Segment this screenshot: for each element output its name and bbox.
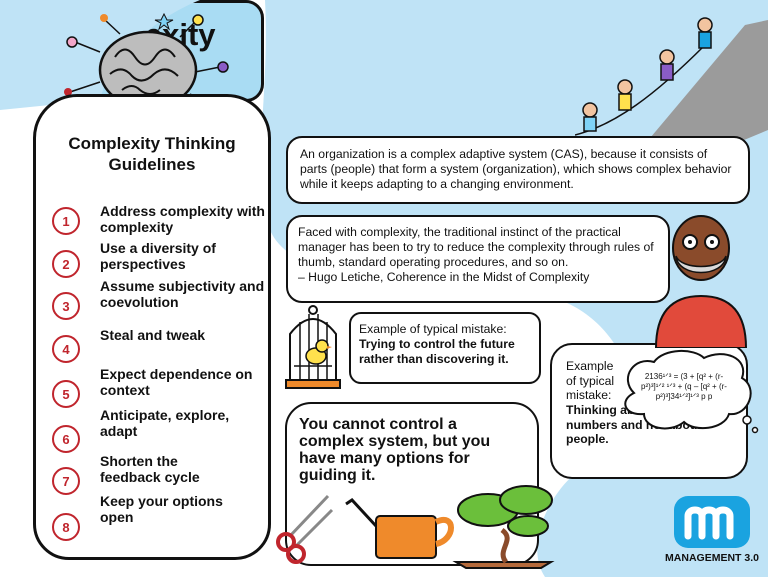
- quote-card: Faced with complexity, the traditional i…: [286, 215, 670, 303]
- mistake-card-1: Example of typical mistake: Trying to co…: [349, 312, 541, 384]
- mistake-1-text: Trying to control the future rather than…: [359, 337, 515, 366]
- guideline-number: 6: [52, 425, 80, 453]
- guideline-number: 8: [52, 513, 80, 541]
- cas-definition-card: An organization is a complex adaptive sy…: [286, 136, 750, 204]
- quote-attribution: – Hugo Letiche, Coherence in the Midst o…: [298, 270, 590, 284]
- guideline-text: Steal and tweak: [100, 327, 206, 343]
- cas-definition-text: An organization is a complex adaptive sy…: [300, 147, 732, 191]
- guideline-text: Use a diversity of perspectives: [100, 240, 216, 272]
- guideline-number: 4: [52, 335, 80, 363]
- guideline-text: Keep your options open: [100, 493, 223, 525]
- guideline-number: 5: [52, 380, 80, 408]
- guidelines-heading: Complexity Thinking Guidelines: [68, 134, 236, 174]
- guideline-text: Expect dependence on context: [100, 366, 253, 398]
- thought-formula: 2136¹ᐟ³ = (3 + [q² + (r- p²)³]¹ᐟ² ¹ᐟ³ + …: [641, 372, 727, 401]
- guideline-number: 7: [52, 467, 80, 495]
- birdcage-illustration: [285, 305, 341, 389]
- guideline-text: Assume subjectivity and coevolution: [100, 278, 265, 310]
- guideline-number: 1: [52, 207, 80, 235]
- thought-bubble: [624, 350, 759, 434]
- guideline-number: 3: [52, 292, 80, 320]
- climbers-illustration: [575, 17, 713, 136]
- control-text: You cannot control a complex system, but…: [299, 416, 491, 484]
- guideline-text: Anticipate, explore, adapt: [100, 407, 230, 439]
- logo-text: MANAGEMENT 3.0: [665, 552, 759, 564]
- mistake-2-intro: Example of typical mistake:: [566, 359, 615, 402]
- guideline-text: Address complexity with complexity: [100, 203, 265, 235]
- mistake-1-intro: Example of typical mistake:: [359, 322, 507, 336]
- guideline-text: Shorten the feedback cycle: [100, 453, 200, 485]
- person-illustration: [654, 215, 748, 348]
- guideline-number: 2: [52, 250, 80, 278]
- gardening-illustration: [276, 485, 555, 569]
- quote-text: Faced with complexity, the traditional i…: [298, 225, 654, 269]
- guidelines-panel: Complexity Thinking Guidelines 1 Address…: [33, 94, 271, 560]
- management-logo-icon: [674, 496, 750, 548]
